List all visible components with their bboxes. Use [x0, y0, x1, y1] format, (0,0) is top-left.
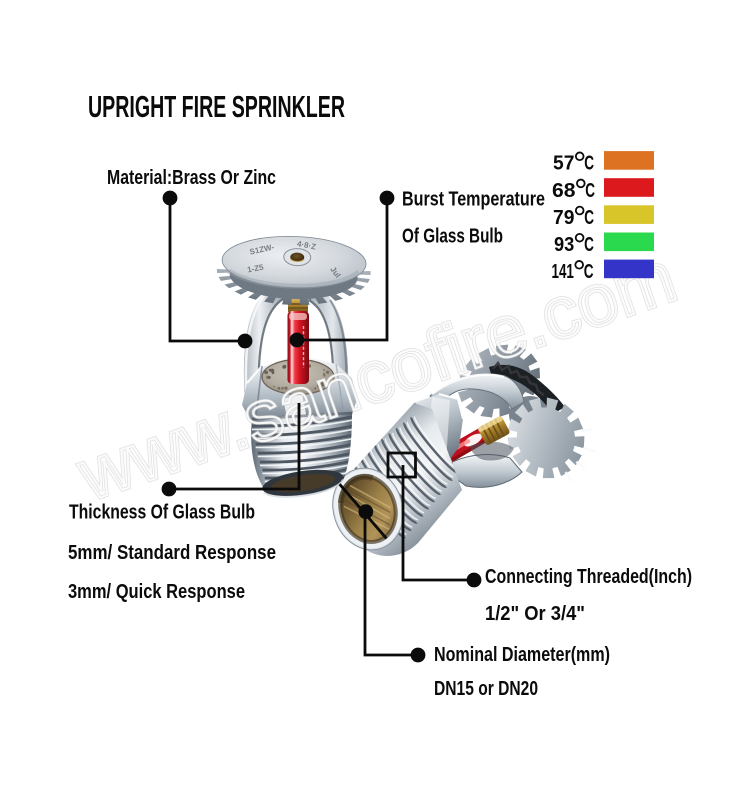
- svg-text:Material:Brass Or Zinc: Material:Brass Or Zinc: [107, 166, 276, 189]
- svg-text:Nominal Diameter(mm): Nominal Diameter(mm): [434, 643, 610, 666]
- svg-text:4·8·Z: 4·8·Z: [296, 239, 317, 251]
- svg-text:Thickness Of Glass Bulb: Thickness Of Glass Bulb: [69, 501, 255, 524]
- svg-text:1/2" Or 3/4": 1/2" Or 3/4": [485, 602, 585, 625]
- svg-text:68: 68: [552, 179, 576, 202]
- svg-text:C: C: [584, 206, 594, 229]
- svg-text:Of Glass Bulb: Of Glass Bulb: [402, 225, 503, 248]
- svg-text:C: C: [585, 179, 595, 202]
- svg-text:Burst Temperature: Burst Temperature: [402, 188, 545, 211]
- svg-text:1-Z5: 1-Z5: [247, 263, 265, 275]
- svg-text:141: 141: [552, 260, 574, 283]
- svg-text:C: C: [584, 233, 594, 256]
- svg-text:93: 93: [554, 233, 574, 256]
- svg-text:79: 79: [553, 206, 574, 229]
- svg-text:C: C: [584, 152, 594, 175]
- svg-text:57: 57: [553, 152, 574, 175]
- svg-text:5mm/ Standard Response: 5mm/ Standard Response: [68, 541, 276, 564]
- svg-text:3mm/ Quick Response: 3mm/ Quick Response: [68, 580, 245, 603]
- svg-text:DN15 or DN20: DN15 or DN20: [434, 677, 538, 700]
- svg-text:C: C: [584, 260, 594, 283]
- svg-text:Connecting Threaded(Inch): Connecting Threaded(Inch): [485, 565, 692, 588]
- svg-text:UPRIGHT FIRE SPRINKLER: UPRIGHT FIRE SPRINKLER: [88, 90, 345, 124]
